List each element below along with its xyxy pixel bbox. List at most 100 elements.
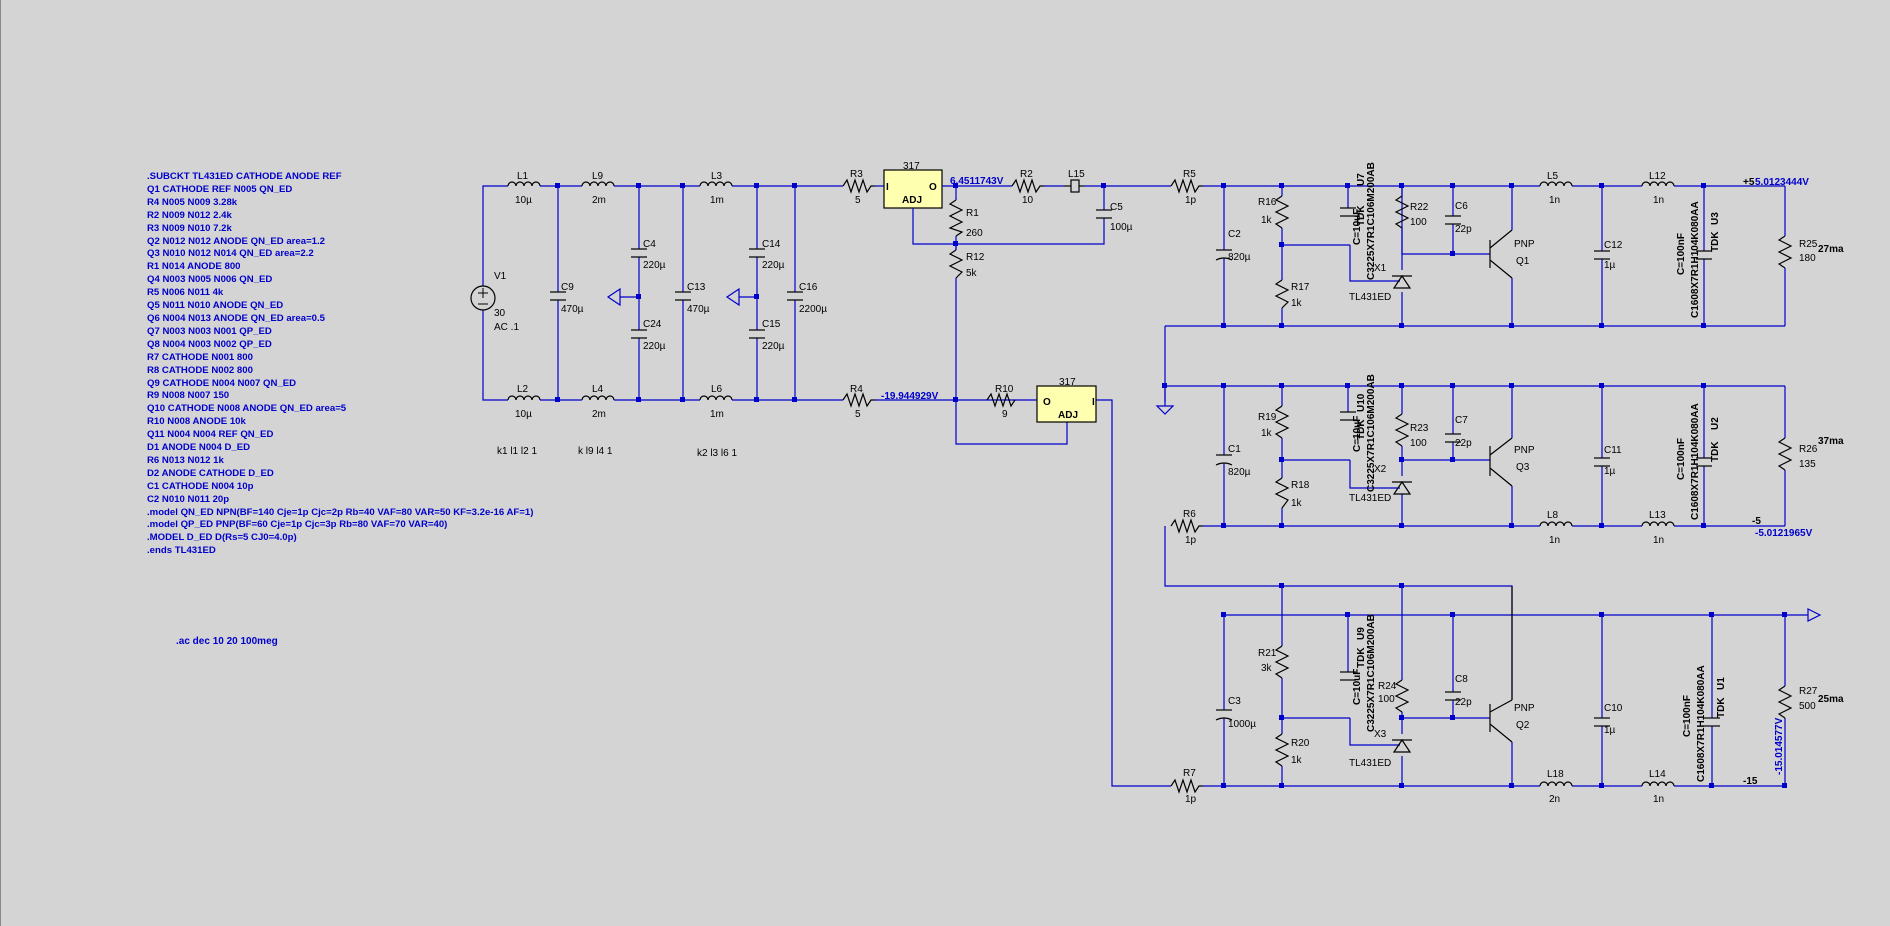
component-label: R10: [995, 384, 1014, 395]
component-label: L13: [1649, 510, 1666, 521]
component-label: C5: [1110, 202, 1123, 213]
part-spec-label: C3225X7R1C106M200AB: [1366, 374, 1377, 492]
component-label: C9: [561, 282, 574, 293]
netlist-line: Q5 N011 N010 ANODE QN_ED: [147, 300, 284, 312]
wires-minus5: [1164, 385, 1786, 700]
netlist-line: .model QN_ED NPN(BF=140 Cje=1p Cjc=2p Rb…: [147, 506, 534, 518]
component-label: L8: [1547, 510, 1559, 521]
netlist-line: R9 N008 N007 150: [147, 390, 230, 402]
component-label: 1n: [1653, 535, 1664, 546]
part-spec-label: TDK: [1356, 419, 1367, 440]
component-label: C15: [762, 319, 781, 330]
netlist-line: Q2 N012 N012 ANODE QN_ED area=1.2: [147, 235, 326, 247]
net-label: I: [1092, 397, 1095, 408]
net-label: ADJ: [1058, 410, 1078, 421]
component-label: C14: [762, 239, 781, 250]
resistors-r1-r12-r2-r10[interactable]: [948, 178, 1044, 408]
component-label: 1µ: [1604, 260, 1616, 271]
component-label: L14: [1649, 769, 1666, 780]
component-label: 100: [1378, 694, 1395, 705]
component-label: 1m: [710, 195, 724, 206]
component-label: R2: [1020, 169, 1033, 180]
component-label: PNP: [1514, 239, 1535, 250]
pnp-transistors[interactable]: [1489, 229, 1513, 743]
resistors-r3-r4[interactable]: [842, 178, 875, 408]
component-label: Q1: [1516, 256, 1530, 267]
net-label: -15: [1743, 776, 1758, 787]
netlist-line: R7 CATHODE N001 800: [147, 351, 253, 363]
component-label: 317: [1059, 377, 1076, 388]
component-label: 135: [1799, 459, 1816, 470]
component-label: V1: [494, 271, 507, 282]
component-label: 1p: [1185, 195, 1197, 206]
component-label: R19: [1258, 412, 1277, 423]
inductors-right[interactable]: [1539, 181, 1675, 787]
component-label: 1µ: [1604, 466, 1616, 477]
component-label: 1k: [1291, 755, 1303, 766]
net-label: +5: [1743, 177, 1755, 188]
component-label: 100µ: [1110, 222, 1133, 233]
net-label: O: [929, 182, 937, 193]
part-spec-label: C=100nF: [1676, 233, 1687, 275]
part-spec-label: C1608X7R1H104K080AA: [1690, 201, 1701, 318]
netlist-line: Q8 N004 N003 N002 QP_ED: [147, 338, 272, 350]
tl431-symbols[interactable]: [1392, 274, 1412, 753]
voltage-readouts: 6.4511743V-19.944929V5.0123444V-5.012196…: [881, 176, 1813, 775]
component-label: 1k: [1261, 428, 1273, 439]
component-label: R26: [1799, 444, 1818, 455]
net-label: 37ma: [1818, 436, 1844, 447]
netlist-line: C1 CATHODE N004 10p: [147, 480, 254, 492]
component-label: 2m: [592, 195, 606, 206]
netlist-line: .SUBCKT TL431ED CATHODE ANODE REF: [147, 171, 342, 182]
component-label: X2: [1374, 464, 1387, 475]
resistors-right[interactable]: [1170, 178, 1793, 794]
regulator-317-top[interactable]: [883, 169, 943, 209]
capacitors-input[interactable]: [550, 248, 803, 339]
component-label: 2m: [592, 409, 606, 420]
part-spec-label: U9: [1356, 627, 1367, 640]
v1-source[interactable]: [470, 285, 496, 311]
component-label: R4: [850, 384, 863, 395]
netlist-line: Q6 N004 N013 ANODE QN_ED area=0.5: [147, 312, 326, 324]
component-label: 1p: [1185, 794, 1197, 805]
component-label: C8: [1455, 674, 1468, 685]
component-label: k1 l1 l2 1: [497, 446, 537, 457]
voltage-readout: 6.4511743V: [950, 176, 1004, 187]
net-label: -5: [1752, 516, 1761, 527]
component-label: C13: [687, 282, 706, 293]
component-label: 10µ: [515, 409, 532, 420]
component-label: R5: [1183, 169, 1196, 180]
component-label: 1k: [1291, 498, 1303, 509]
inductors-input[interactable]: [507, 181, 733, 401]
component-label: Q3: [1516, 462, 1530, 473]
component-label: 100: [1410, 217, 1427, 228]
part-spec-label: TDK: [1710, 231, 1721, 252]
component-label: L18: [1547, 769, 1564, 780]
component-label: C3: [1228, 696, 1241, 707]
net-label: 25ma: [1818, 694, 1844, 705]
ac-analysis-directive[interactable]: .ac dec 10 20 100meg: [176, 636, 278, 647]
part-spec-label: C1608X7R1H104K080AA: [1696, 665, 1707, 782]
component-label: 470µ: [561, 304, 584, 315]
component-label: R7: [1183, 768, 1196, 779]
part-spec-label: C=100nF: [1682, 695, 1693, 737]
component-label: 1m: [710, 409, 724, 420]
regulator-317-bottom[interactable]: [1036, 385, 1097, 423]
component-label: 22p: [1455, 697, 1472, 708]
netlist-line: R2 N009 N012 2.4k: [147, 209, 232, 221]
component-label: C10: [1604, 703, 1623, 714]
capacitors-right[interactable]: [1215, 207, 1720, 727]
component-label: R12: [966, 252, 985, 263]
netlist-line: .model QP_ED PNP(BF=60 Cje=1p Cjc=3p Rb=…: [147, 519, 448, 531]
component-label: R27: [1799, 686, 1818, 697]
l15-c5[interactable]: [1064, 179, 1112, 219]
component-label: R6: [1183, 509, 1196, 520]
netlist-line: R6 N013 N012 1k: [147, 454, 224, 466]
component-label: C1: [1228, 444, 1241, 455]
component-label: PNP: [1514, 703, 1535, 714]
part-spec-label: C3225X7R1C106M200AB: [1366, 614, 1377, 732]
netlist-line: R10 N008 ANODE 10k: [147, 416, 246, 428]
